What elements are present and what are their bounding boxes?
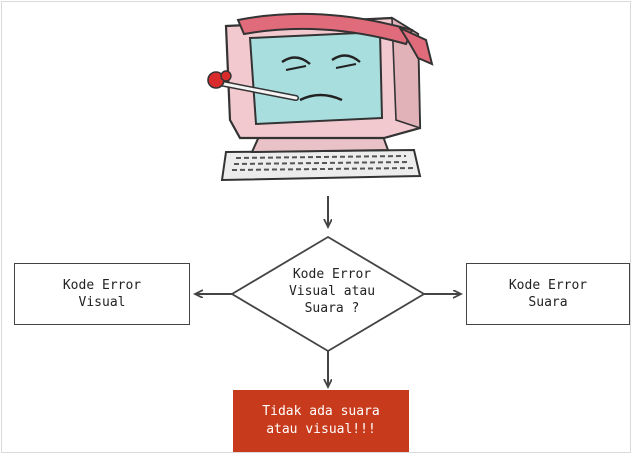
sick-computer-icon bbox=[207, 12, 434, 182]
sound-box-line-2: Suara bbox=[528, 295, 568, 310]
result-line-2: atau visual!!! bbox=[266, 422, 376, 437]
no-signal-result-box: Tidak ada suara atau visual!!! bbox=[233, 390, 409, 452]
sound-error-box: Kode Error Suara bbox=[466, 263, 630, 325]
decision-diamond bbox=[230, 235, 426, 353]
keyboard-icon bbox=[220, 148, 422, 182]
decision-label: Kode Error Visual atau Suara ? bbox=[252, 266, 412, 317]
bandage-icon bbox=[236, 12, 434, 66]
decision-line-3: Suara ? bbox=[304, 301, 360, 316]
result-line-1: Tidak ada suara bbox=[262, 404, 380, 419]
visual-box-line-2: Visual bbox=[78, 295, 126, 310]
screen-face bbox=[248, 30, 384, 126]
sound-box-line-1: Kode Error bbox=[508, 278, 588, 293]
visual-box-line-1: Kode Error bbox=[62, 278, 142, 293]
thermometer-icon bbox=[207, 70, 299, 101]
decision-line-1: Kode Error bbox=[292, 267, 372, 282]
visual-error-box: Kode Error Visual bbox=[14, 263, 190, 325]
decision-line-2: Visual atau bbox=[288, 284, 376, 299]
